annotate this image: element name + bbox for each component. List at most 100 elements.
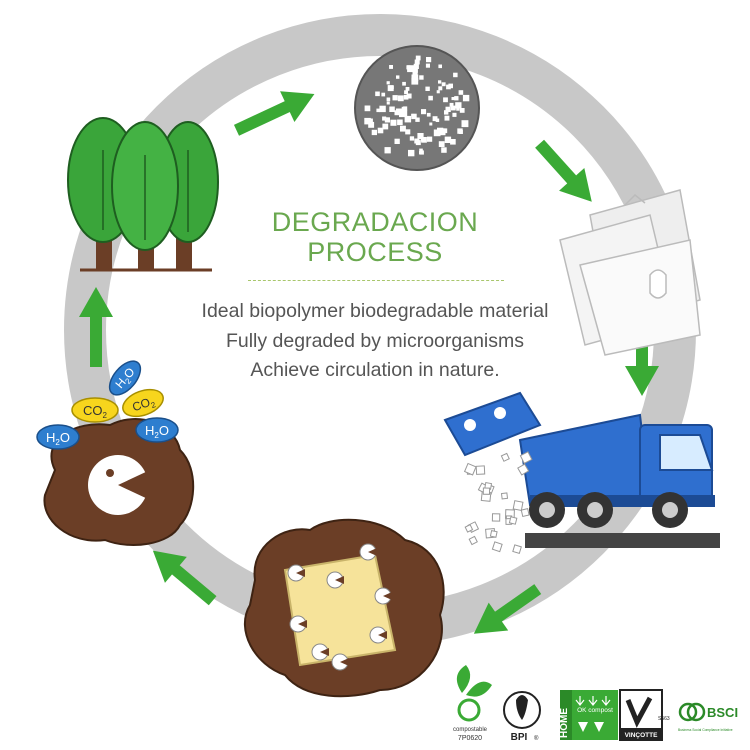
- arrow-truck-to-soil: [473, 584, 542, 634]
- svg-text:HOME: HOME: [559, 708, 570, 738]
- h2o-molecule-right: H2O: [135, 417, 179, 443]
- granule: [441, 147, 447, 153]
- granule: [377, 127, 384, 134]
- film-flake: [500, 492, 509, 500]
- film-flake: [464, 524, 474, 533]
- microbe-mouth: [296, 569, 305, 577]
- granule: [428, 95, 433, 101]
- bsci-logo: BSCI Business Social Compliance Initiati…: [678, 702, 738, 732]
- granule: [402, 81, 406, 86]
- granule: [382, 116, 387, 121]
- granule: [411, 113, 415, 118]
- granule: [389, 65, 393, 69]
- title-line-1: DEGRADACION: [271, 207, 479, 237]
- granule: [412, 67, 418, 73]
- arrow-microbes-to-trees: [79, 287, 113, 367]
- granule: [444, 115, 450, 121]
- film-flake: [508, 516, 518, 525]
- granule: [404, 90, 408, 95]
- granule: [444, 110, 449, 115]
- film-flake: [463, 462, 477, 476]
- granule: [396, 75, 400, 79]
- title-line-2: PROCESS: [307, 237, 443, 267]
- film-flake: [482, 487, 491, 495]
- description-line-1: Ideal biopolymer biodegradable material: [201, 300, 549, 322]
- svg-text:7P0620: 7P0620: [458, 735, 482, 742]
- film-flake: [491, 513, 501, 522]
- granule: [379, 105, 386, 113]
- granule: [394, 110, 400, 116]
- granule: [409, 136, 415, 141]
- granule: [397, 95, 404, 102]
- granule: [414, 59, 420, 65]
- film-flake: [520, 508, 530, 518]
- film-flake: [491, 541, 503, 553]
- svg-text:BSCI: BSCI: [707, 705, 738, 720]
- granule: [405, 87, 410, 91]
- granule: [411, 77, 419, 85]
- granule: [457, 103, 461, 108]
- granule: [400, 125, 406, 132]
- granule: [382, 123, 389, 130]
- granule: [458, 90, 464, 95]
- granule: [384, 147, 391, 154]
- co2-molecule-right: CO2: [122, 388, 164, 418]
- granule: [432, 116, 438, 122]
- svg-text:S563: S563: [658, 716, 670, 722]
- granule: [456, 107, 460, 111]
- granule: [452, 112, 457, 117]
- granule: [425, 63, 430, 68]
- granule: [419, 75, 424, 80]
- h2o-molecule-left: H2O: [36, 424, 80, 450]
- biodegradable-film-illustration: [559, 189, 701, 356]
- film-flake: [512, 544, 522, 555]
- film-flake: [468, 535, 478, 546]
- granule: [461, 120, 469, 128]
- granule: [412, 70, 418, 76]
- granule: [438, 80, 442, 84]
- granule: [371, 129, 377, 136]
- svg-text:H2O: H2O: [145, 423, 169, 440]
- granule: [364, 105, 371, 112]
- garbage-truck-illustration: [443, 391, 720, 555]
- granule: [400, 109, 408, 117]
- ok-compost-home-logo: HOME OK compost: [559, 690, 618, 740]
- granule: [384, 117, 390, 123]
- plastic-granules-illustration: [354, 45, 480, 171]
- granule: [415, 117, 420, 122]
- microbe-mouth: [368, 548, 377, 556]
- certification-logos: compostable 7P0620 BPI ® HOME OK compost…: [453, 665, 738, 743]
- granule: [438, 86, 443, 91]
- granule: [426, 57, 432, 63]
- granule: [420, 138, 424, 142]
- description-line-3: Achieve circulation in nature.: [250, 359, 500, 381]
- film-flake: [475, 465, 486, 475]
- film-flake: [512, 500, 524, 512]
- granule: [390, 119, 397, 126]
- microbe-mouth: [378, 631, 387, 639]
- svg-text:CO2: CO2: [130, 393, 157, 416]
- granule: [390, 85, 394, 90]
- trees-illustration: [67, 117, 219, 272]
- film-flake: [519, 451, 533, 464]
- granule: [417, 133, 424, 140]
- granule: [368, 121, 375, 128]
- granule: [394, 138, 400, 144]
- arrow-soil-to-microbes: [152, 550, 217, 606]
- granule: [429, 122, 433, 126]
- granule: [413, 63, 419, 69]
- granule: [392, 95, 398, 101]
- svg-text:H2O: H2O: [46, 430, 70, 447]
- granule: [381, 92, 386, 97]
- granule: [408, 149, 415, 157]
- granule: [411, 74, 419, 82]
- film-flake: [500, 452, 510, 462]
- granule: [459, 108, 465, 113]
- granule: [375, 91, 380, 97]
- vincotte-logo: S563 VINÇOTTE: [619, 689, 670, 741]
- granule: [425, 86, 430, 91]
- granule: [386, 81, 390, 85]
- arrow-trees-to-granules: [233, 91, 315, 136]
- granule: [433, 129, 441, 137]
